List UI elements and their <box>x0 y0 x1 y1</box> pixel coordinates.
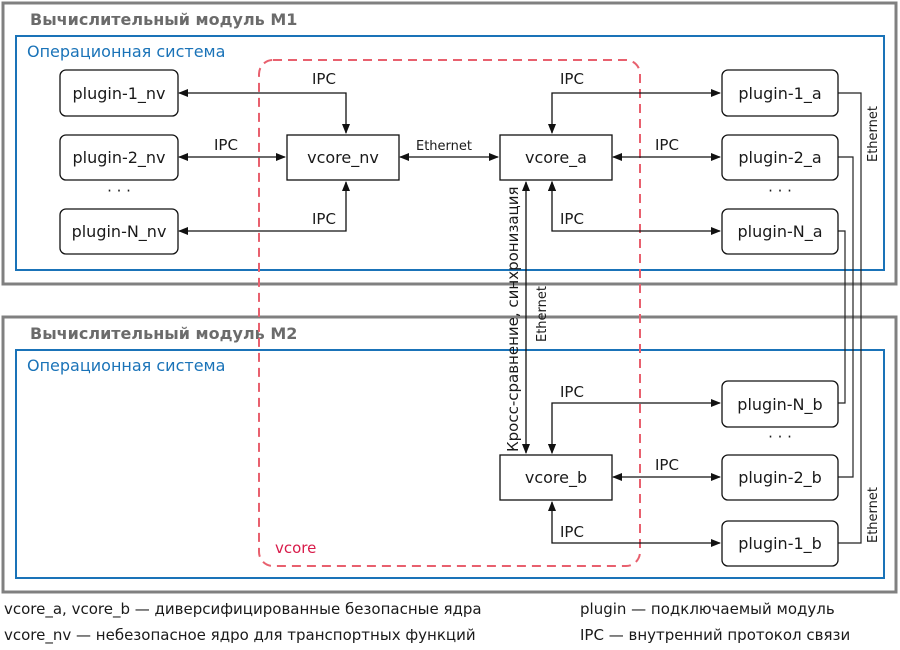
ethernet-label-a-b: Ethernet <box>535 286 550 342</box>
node-plugin-N-b[interactable]: plugin-N_b <box>721 380 839 428</box>
ellipsis-a: · · · <box>768 182 792 200</box>
ipc-label-plugin-N-a: IPC <box>560 210 584 228</box>
os-m2-title: Операционная система <box>27 356 225 375</box>
node-label: plugin-1_nv <box>72 84 165 104</box>
node-label: plugin-2_b <box>738 468 822 488</box>
node-plugin-N-a[interactable]: plugin-N_a <box>721 208 839 255</box>
ellipsis-b: · · · <box>768 428 792 446</box>
module-m2: Вычислительный модуль М2 Операционная си… <box>1 315 898 594</box>
node-label: plugin-N_b <box>737 395 822 415</box>
node-label: plugin-2_nv <box>72 148 165 168</box>
vcore-group-label: vcore <box>275 539 316 557</box>
os-m2-frame <box>15 349 885 579</box>
node-label: plugin-1_a <box>738 84 821 104</box>
ethernet-links-plugins <box>838 92 862 544</box>
node-plugin-2-b[interactable]: plugin-2_b <box>721 454 839 501</box>
legend-left-2: vcore_nv — небезопасное ядро для транспо… <box>4 626 476 644</box>
node-plugin-1-a[interactable]: plugin-1_a <box>721 69 839 117</box>
node-label: plugin-N_nv <box>72 222 167 242</box>
ipc-plugin-1-b <box>548 501 721 547</box>
node-label: vcore_nv <box>307 148 379 168</box>
node-plugin-N-nv[interactable]: plugin-N_nv <box>59 208 179 255</box>
ethernet-label-m2: Ethernet <box>866 487 881 543</box>
ethernet-label-nv-a: Ethernet <box>416 139 472 154</box>
ipc-label-plugin-2-nv: IPC <box>214 136 238 154</box>
vcore-group-frame <box>258 59 641 567</box>
module-m1-frame <box>1 1 898 286</box>
eth-link-plugin-2 <box>838 156 854 478</box>
node-label: plugin-1_b <box>738 534 822 554</box>
node-vcore-a[interactable]: vcore_a <box>499 134 613 181</box>
node-plugin-1-nv[interactable]: plugin-1_nv <box>59 69 179 117</box>
node-plugin-1-b[interactable]: plugin-1_b <box>721 520 839 567</box>
module-m2-frame <box>1 315 898 594</box>
legend-right-1: plugin — подключаемый модуль <box>580 600 835 618</box>
ipc-label-plugin-N-nv: IPC <box>312 210 336 228</box>
node-label: vcore_a <box>525 148 587 168</box>
ipc-label-plugin-1-a: IPC <box>560 70 584 88</box>
module-m1-title: Вычислительный модуль М1 <box>30 10 297 29</box>
ipc-label-plugin-2-a: IPC <box>655 136 679 154</box>
ipc-plugin-N-b <box>548 399 721 454</box>
eth-link-plugin-1 <box>838 92 862 544</box>
ipc-plugin-1-nv <box>178 89 350 134</box>
ipc-label-plugin-2-b: IPC <box>655 456 679 474</box>
eth-link-plugin-N <box>838 230 846 404</box>
ipc-label-plugin-1-nv: IPC <box>312 70 336 88</box>
ipc-plugin-N-nv <box>178 181 350 235</box>
node-plugin-2-a[interactable]: plugin-2_a <box>721 134 839 181</box>
legend-left-1: vcore_a, vcore_b — диверсифицированные б… <box>4 600 482 618</box>
node-label: plugin-2_a <box>738 148 821 168</box>
os-m1-title: Операционная система <box>27 42 225 61</box>
ipc-label-plugin-N-b: IPC <box>560 383 584 401</box>
node-label: vcore_b <box>525 468 587 488</box>
ipc-plugin-1-a <box>548 89 721 134</box>
node-label: plugin-N_a <box>737 222 822 242</box>
node-vcore-nv[interactable]: vcore_nv <box>286 134 400 181</box>
ipc-label-plugin-1-b: IPC <box>560 523 584 541</box>
cross-sync-label: Кросс-сравнение, синхронизация <box>504 187 522 453</box>
ellipsis-nv: · · · <box>107 182 131 200</box>
module-m1: Вычислительный модуль М1 Операционная си… <box>1 1 898 286</box>
os-m1-frame <box>15 35 885 271</box>
node-vcore-b[interactable]: vcore_b <box>499 454 613 501</box>
node-plugin-2-nv[interactable]: plugin-2_nv <box>59 134 179 181</box>
ethernet-label-m1: Ethernet <box>866 106 881 162</box>
legend-right-2: IPC — внутренний протокол связи <box>580 626 851 644</box>
module-m2-title: Вычислительный модуль М2 <box>30 324 297 343</box>
